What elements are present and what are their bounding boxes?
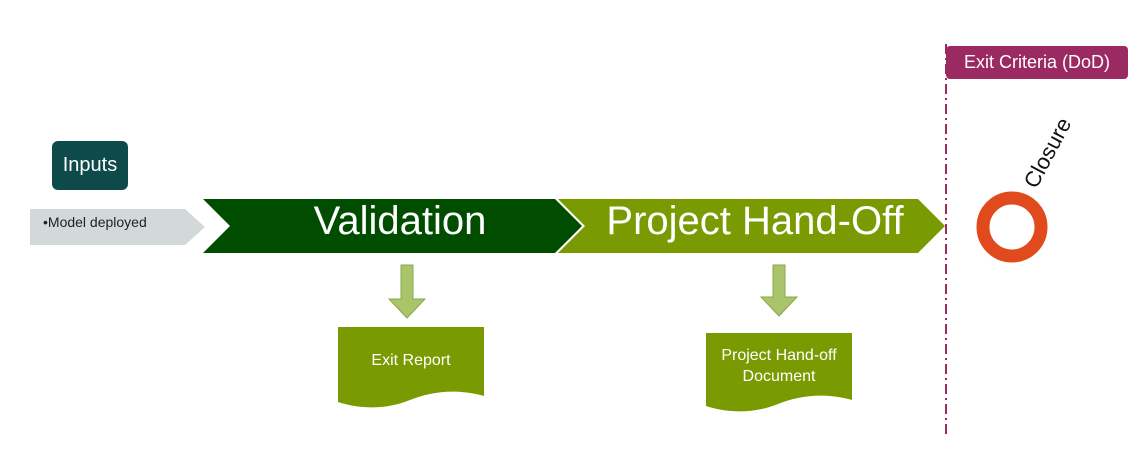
stage-validation-chevron (203, 199, 582, 253)
stage-handoff-label: Project Hand-Off (606, 199, 904, 243)
closure-ring (976, 191, 1048, 263)
down-arrow-1 (387, 264, 427, 319)
down-arrow-2 (759, 264, 799, 317)
exit-report-document (338, 327, 484, 408)
input-item-model-deployed: •Model deployed (43, 214, 147, 230)
inputs-label: Inputs (52, 141, 128, 190)
exit-criteria-badge: Exit Criteria (DoD) (946, 46, 1128, 79)
stage-validation-label: Validation (313, 199, 487, 243)
handoff-document (706, 333, 852, 412)
input-arrow (30, 209, 205, 245)
handoff-document-label: Project Hand-off Document (721, 347, 837, 385)
stage-handoff-chevron (558, 199, 945, 253)
exit-report-label: Exit Report (371, 352, 451, 369)
